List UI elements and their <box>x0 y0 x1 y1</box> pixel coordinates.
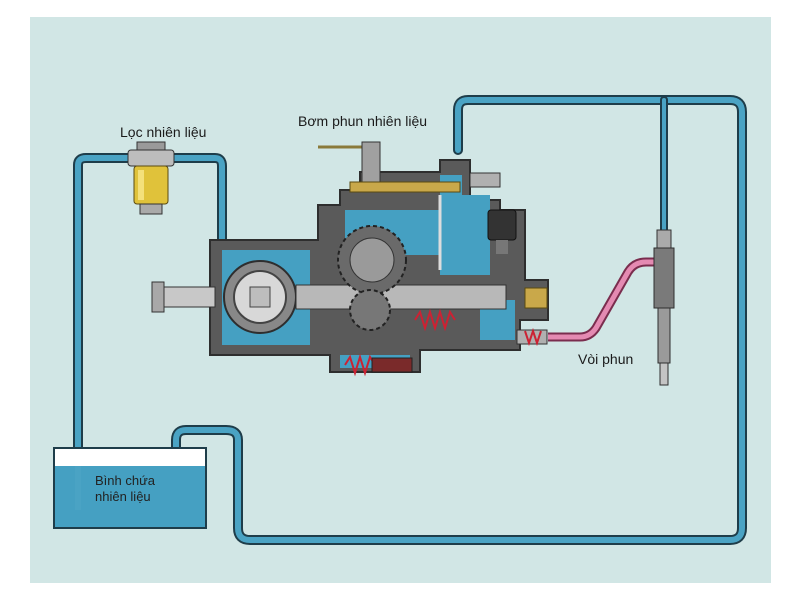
injection-pump <box>151 141 549 377</box>
tank-label: Bình chứa nhiên liệu <box>95 473 155 505</box>
pump-label: Bơm phun nhiên liệu <box>298 113 428 129</box>
high-pressure-line <box>548 257 660 342</box>
fuel-lines <box>73 95 747 545</box>
tank-label-line2: nhiên liệu <box>95 489 151 504</box>
fuel-tank <box>53 447 207 529</box>
fuel-filter-icon <box>127 141 175 215</box>
injector-label: Vòi phun <box>578 351 634 367</box>
tank-label-line1: Bình chứa <box>95 473 156 488</box>
filter-label: Lọc nhiên liệu <box>120 124 207 140</box>
injector-icon <box>653 229 675 386</box>
